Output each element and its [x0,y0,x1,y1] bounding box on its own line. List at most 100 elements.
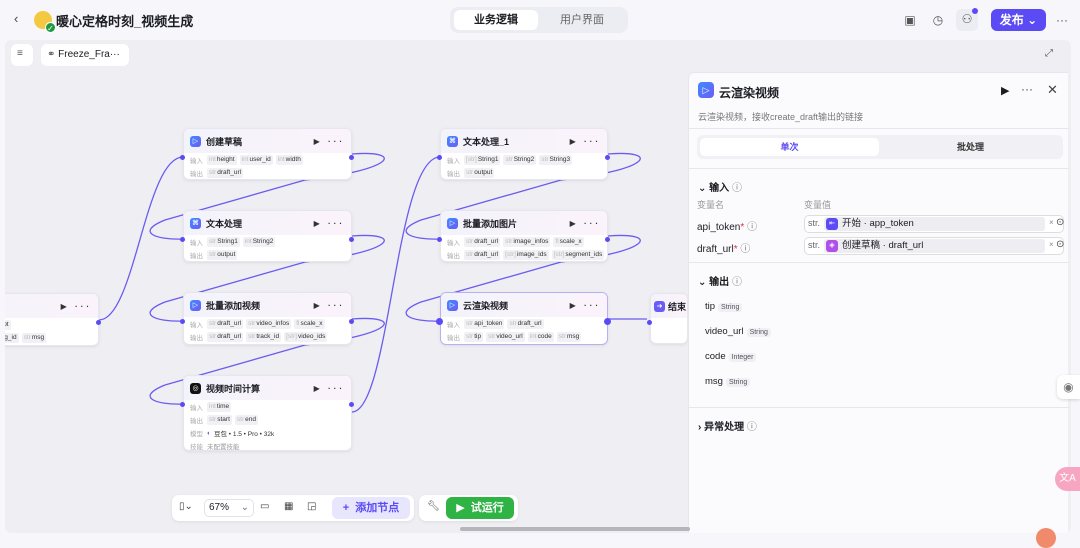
variable-reference[interactable]: ⇤开始 · app_token [824,217,1045,231]
port-handle[interactable] [604,318,611,325]
node-title: 创建草稿 [206,136,243,147]
add-node-button[interactable]: + 添加节点 [332,497,410,519]
test-run-button[interactable]: ▶ 试运行 [446,497,514,519]
comment-icon[interactable]: ▭ [260,501,270,512]
tab-business-logic[interactable]: 业务逻辑 [454,10,538,30]
port-handle[interactable] [605,155,610,160]
port-handle[interactable] [437,155,442,160]
node-actions[interactable]: ▶ ··· [313,383,345,393]
port-handle[interactable] [180,237,185,242]
node-actions[interactable]: ▶ ··· [313,300,345,310]
port-handle[interactable] [436,318,443,325]
panel-description: 云渲染视频，接收create_draft输出的链接 [698,112,864,122]
select-variable-icon[interactable]: ⊙ [1056,239,1065,250]
error-section-toggle[interactable]: › 异常处理 ⓘ [698,422,757,433]
port-tag: strstart [207,415,232,425]
input-section-toggle[interactable]: ⌄ 输入 ⓘ [698,183,742,194]
history-icon[interactable]: ◷ [932,13,944,27]
api-token-value-field[interactable]: str. ⇤开始 · app_token × ⊙ [804,215,1064,233]
run-node-icon[interactable]: ▶ [1001,85,1010,97]
edit-icon[interactable]: ✎ [184,13,194,25]
port-handle[interactable] [647,320,652,325]
port-handle[interactable] [180,319,185,324]
start-node-icon: ⇤ [826,218,838,230]
port-tag: strString3 [539,155,573,165]
node-actions[interactable]: ▶ ··· [569,136,601,146]
divider [689,128,1069,129]
zoom-select[interactable]: 67%⌄ [204,499,254,517]
node-actions[interactable]: ▶ ··· [60,301,92,311]
port-tag: [str]segment_ids [551,250,605,260]
translate-float-icon[interactable]: 文A [1055,467,1080,491]
node-end[interactable]: ➜结束 [650,293,688,344]
publish-button[interactable]: 发布 ⌄ [991,9,1046,31]
debug-wrench-icon[interactable]: 🔧︎ [427,501,440,512]
plugin-icon: ▷ [447,217,458,229]
port-handle[interactable] [180,155,185,160]
more-icon[interactable]: ··· [1056,13,1068,27]
run-mode-tabs: 单次 批处理 [697,135,1063,159]
close-icon[interactable]: ✕ [1047,82,1058,97]
assistant-float-icon[interactable]: ◉ [1057,375,1080,399]
input-name-api-token: api_token* ⓘ [697,222,758,233]
node-actions[interactable]: ▶ ··· [313,218,345,228]
port-tag: strString1 [207,237,240,247]
port-handle[interactable] [180,402,185,407]
port-tag: flscale_x [553,237,584,247]
notification-dot [972,8,978,14]
node-actions[interactable]: ▶ ··· [313,136,345,146]
type-label: str. [808,218,821,228]
clear-icon[interactable]: × [1049,240,1054,249]
port-tag: rompt [5,320,11,330]
select-variable-icon[interactable]: ⊙ [1056,217,1065,228]
layout-icon[interactable]: ▦ [284,501,294,512]
horizontal-scrollbar[interactable] [460,527,690,531]
archive-icon[interactable]: ▣ [904,13,916,27]
port-handle[interactable] [349,237,354,242]
back-icon[interactable]: ‹ [14,11,19,26]
port-handle[interactable] [349,402,354,407]
output-section-toggle[interactable]: ⌄ 输出 ⓘ [698,277,742,288]
tab-batch[interactable]: 批处理 [956,142,984,152]
draft-url-value-field[interactable]: str. ◈创建草稿 · draft_url × ⊙ [804,237,1064,255]
node-actions[interactable]: ▶ ··· [569,300,601,310]
node-title: 批量添加视频 [206,300,261,311]
port-handle[interactable] [605,237,610,242]
port-handle[interactable] [437,237,442,242]
sidebar-toggle-icon[interactable]: ≡ [11,44,33,66]
fullscreen-icon[interactable]: ⤢ [1045,48,1053,59]
clear-icon[interactable]: × [1049,218,1054,227]
port-tag: stroutput [464,168,495,178]
minimap-icon[interactable]: ◲ [307,501,317,512]
more-icon[interactable]: ··· [1021,82,1033,96]
port-tag: strdraft_url [207,319,244,329]
pointer-mode-icon[interactable]: ▯⌄ [179,501,193,512]
code-icon: ⌘ [190,217,201,229]
node-actions[interactable]: ▶ ··· [569,218,601,228]
workflow-chip[interactable]: ⚭ Freeze_Fra··· [41,44,129,66]
floating-avatar[interactable] [1036,528,1056,548]
port-tag: strString2 [503,155,537,165]
tab-single[interactable]: 单次 [700,138,879,156]
port-handle[interactable] [349,155,354,160]
port-tag: intuser_id [239,155,273,165]
tab-user-interface[interactable]: 用户界面 [560,14,604,26]
port-handle[interactable] [96,320,101,325]
variable-reference[interactable]: ◈创建草稿 · draft_url [824,239,1045,253]
collaborators-icon[interactable]: ⚇ [956,9,978,31]
port-tag: strdraft_url [464,237,501,247]
port-handle[interactable] [349,319,354,324]
